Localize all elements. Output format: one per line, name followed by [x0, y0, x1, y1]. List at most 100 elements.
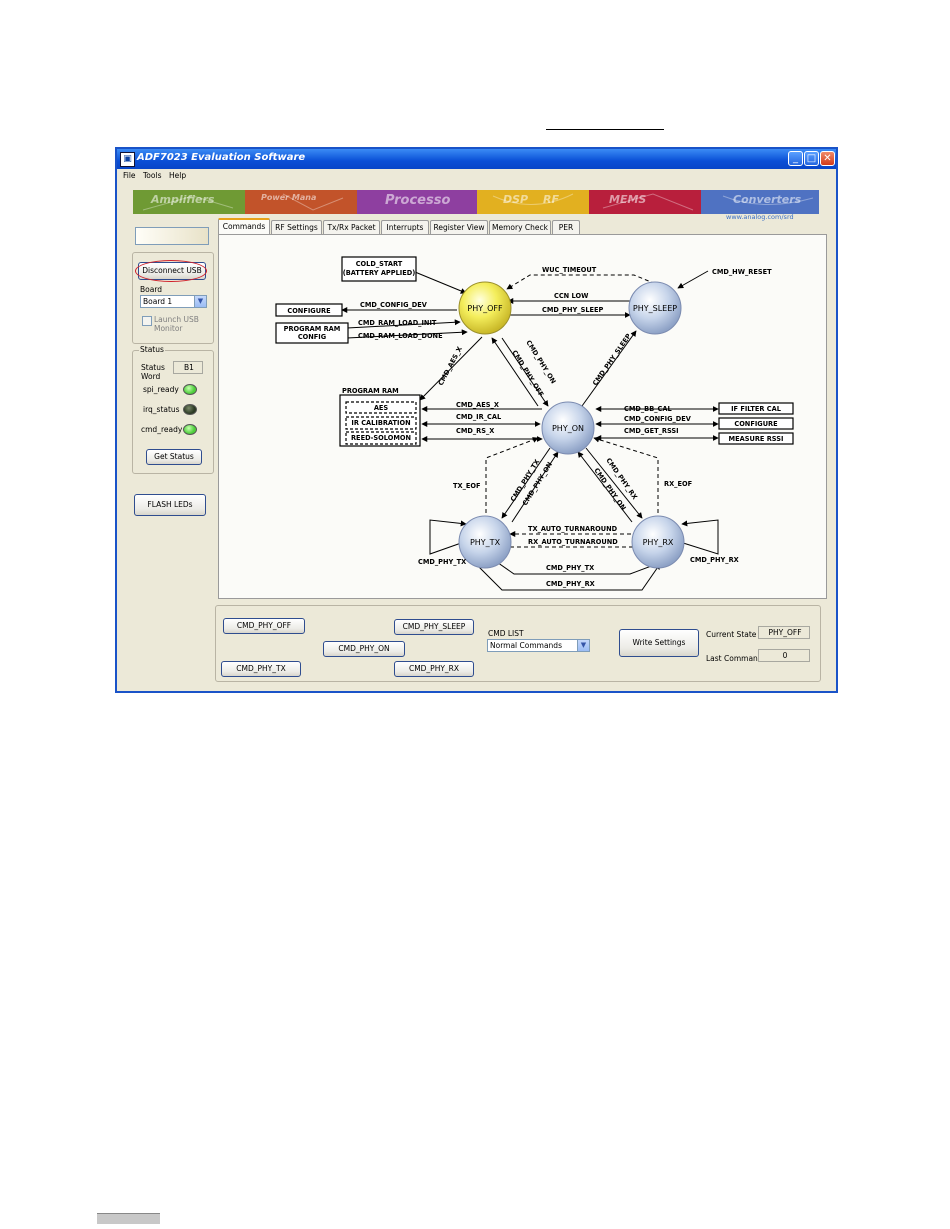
menu-tools[interactable]: Tools	[143, 171, 162, 180]
box-configure-left: CONFIGURE	[287, 307, 331, 315]
edge-bb-cal: CMD_BB_CAL	[624, 405, 672, 413]
board-select[interactable]: Board 1 ▼	[140, 295, 207, 308]
edge-tx-auto-turnaround: TX_AUTO_TURNAROUND	[528, 525, 618, 533]
box-program-ram: PROGRAM RAM	[342, 387, 399, 395]
write-settings-button[interactable]: Write Settings	[619, 629, 699, 657]
box-cold-start: COLD_START	[356, 260, 403, 268]
status-word-label: Status Word	[141, 363, 165, 381]
device-display-field	[135, 227, 209, 245]
edge-phy-tx-self: CMD_PHY_TX	[418, 558, 466, 566]
edge-rs-x: CMD_RS_X	[456, 427, 494, 435]
banner-word-7: Converters	[733, 193, 802, 206]
close-button[interactable]: ✕	[820, 151, 835, 166]
box-program-ram-config-2: CONFIG	[298, 333, 326, 341]
state-diagram: PHY_OFF PHY_SLEEP PHY_ON PHY_TX PHY_RX C…	[270, 244, 796, 596]
menu-file[interactable]: File	[123, 171, 136, 180]
box-measure-rssi: MEASURE RSSI	[729, 435, 784, 443]
edge-get-rssi: CMD_GET_RSSI	[624, 427, 679, 435]
tab-rf-settings[interactable]: RF Settings	[271, 220, 322, 234]
banner-word-3: Processo	[385, 193, 451, 208]
box-reed-solomon: REED-SOLOMON	[351, 434, 411, 442]
cmd-phy-rx-button[interactable]: CMD_PHY_RX	[394, 661, 474, 677]
edge-phy-sleep: CMD_PHY_SLEEP	[542, 306, 604, 314]
tab-memory-check[interactable]: Memory Check	[489, 220, 551, 234]
state-phy-on: PHY_ON	[552, 424, 584, 433]
launch-monitor-checkbox[interactable]	[142, 316, 152, 326]
box-battery-applied: (BATTERY APPLIED)	[343, 269, 415, 277]
banner-word-5: RF	[543, 193, 559, 206]
cmd-phy-tx-button[interactable]: CMD_PHY_TX	[221, 661, 301, 677]
cmd-list-select[interactable]: Normal Commands ▼	[487, 639, 590, 652]
board-select-value: Board 1	[143, 297, 173, 306]
board-label: Board	[140, 285, 163, 294]
state-phy-sleep: PHY_SLEEP	[633, 304, 677, 313]
edge-tx-eof: TX_EOF	[453, 482, 481, 490]
box-ir-calibration: IR CALIBRATION	[351, 419, 410, 427]
document-footer-tab	[97, 1213, 160, 1224]
state-phy-off: PHY_OFF	[467, 304, 503, 313]
banner-word-6: MEMS	[609, 193, 647, 206]
tab-interrupts[interactable]: Interrupts	[381, 220, 429, 234]
state-phy-rx: PHY_RX	[643, 538, 674, 547]
minimize-button[interactable]: _	[788, 151, 803, 166]
edge-rx-eof: RX_EOF	[664, 480, 692, 488]
current-state-value: PHY_OFF	[758, 626, 810, 639]
window-title: ADF7023 Evaluation Software	[137, 152, 306, 163]
box-configure-right: CONFIGURE	[734, 420, 778, 428]
edge-ram-load-done: CMD_RAM_LOAD_DONE	[358, 332, 443, 340]
document-underline	[546, 129, 664, 130]
product-banner: Amplifiers Power Mana Processo DSP RF ME…	[133, 190, 819, 214]
banner-graphic	[133, 190, 819, 214]
edge-config-dev-left: CMD_CONFIG_DEV	[360, 301, 428, 309]
chevron-down-icon[interactable]: ▼	[577, 640, 589, 651]
cmd-ready-label: cmd_ready	[141, 425, 183, 434]
highlight-circle	[135, 260, 207, 282]
flash-leds-button[interactable]: FLASH LEDs	[134, 494, 206, 516]
status-group-label: Status	[139, 345, 165, 354]
last-command-value: 0	[758, 649, 810, 662]
cmd-ready-led	[183, 424, 197, 435]
app-window: ▣ ADF7023 Evaluation Software _ □ ✕ File…	[115, 147, 838, 693]
edge-phy-tx-bottom: CMD_PHY_TX	[546, 564, 594, 572]
tab-commands[interactable]: Commands	[218, 218, 270, 235]
status-group: Status Status Word B1 spi_ready irq_stat…	[132, 345, 214, 474]
state-phy-tx: PHY_TX	[470, 538, 501, 547]
current-state-label: Current State	[706, 630, 757, 639]
title-bar[interactable]: ▣ ADF7023 Evaluation Software _ □ ✕	[117, 149, 836, 169]
maximize-button[interactable]: □	[804, 151, 819, 166]
edge-phy-rx-bottom: CMD_PHY_RX	[546, 580, 595, 588]
command-panel: CMD_PHY_OFF CMD_PHY_ON CMD_PHY_SLEEP CMD…	[215, 605, 821, 682]
spi-ready-led	[183, 384, 197, 395]
tab-per[interactable]: PER	[552, 220, 580, 234]
app-logo-icon: ▣	[120, 152, 135, 167]
connection-group: Disconnect USB Board Board 1 ▼ Launch US…	[132, 252, 214, 344]
box-aes: AES	[374, 404, 389, 412]
edge-config-dev-right: CMD_CONFIG_DEV	[624, 415, 692, 423]
tab-register-view[interactable]: Register View	[430, 220, 488, 234]
tab-txrx-packet[interactable]: Tx/Rx Packet	[323, 220, 380, 234]
edge-wuc-timeout: WUC_TIMEOUT	[542, 266, 597, 274]
cmd-list-value: Normal Commands	[490, 641, 562, 650]
banner-word-1: Amplifiers	[151, 193, 215, 206]
edge-aes-x: CMD_AES_X	[456, 401, 499, 409]
menu-help[interactable]: Help	[169, 171, 187, 180]
edge-ram-load-init: CMD_RAM_LOAD_INIT	[358, 319, 437, 327]
cmd-phy-on-button[interactable]: CMD_PHY_ON	[323, 641, 405, 657]
last-command-label: Last Command	[706, 654, 763, 663]
irq-status-led	[183, 404, 197, 415]
edge-ccn-low: CCN LOW	[554, 292, 589, 300]
box-program-ram-config-1: PROGRAM RAM	[284, 325, 341, 333]
chevron-down-icon[interactable]: ▼	[194, 296, 206, 307]
cmd-phy-sleep-button[interactable]: CMD_PHY_SLEEP	[394, 619, 474, 635]
edge-phy-rx-self: CMD_PHY_RX	[690, 556, 739, 564]
cmd-phy-off-button[interactable]: CMD_PHY_OFF	[223, 618, 305, 634]
box-if-filter-cal: IF FILTER CAL	[731, 405, 782, 413]
launch-monitor-label: Launch USB Monitor	[154, 315, 199, 333]
edge-hw-reset: CMD_HW_RESET	[712, 268, 772, 276]
edge-ir-cal: CMD_IR_CAL	[456, 413, 502, 421]
banner-word-4: DSP	[503, 193, 529, 206]
banner-url: www.analog.com/srd	[726, 213, 794, 221]
cmd-list-label: CMD LIST	[488, 629, 524, 638]
banner-word-2: Power Mana	[261, 193, 317, 202]
get-status-button[interactable]: Get Status	[146, 449, 202, 465]
